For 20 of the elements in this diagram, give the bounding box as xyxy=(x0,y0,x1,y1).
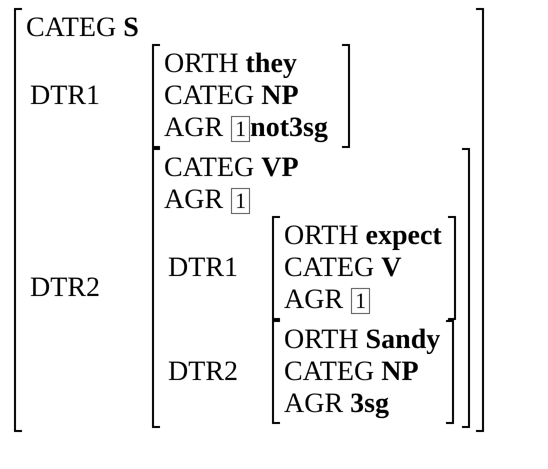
feature-value: ORTH expect xyxy=(284,220,442,252)
feature-value: CATEG NP xyxy=(284,356,419,388)
feature-value: ORTH they xyxy=(164,48,297,80)
feature-value: CATEG VP xyxy=(164,152,299,184)
feature-value: CATEG V xyxy=(284,252,402,284)
feature-value: ORTH Sandy xyxy=(284,324,440,356)
tag-box: 1 xyxy=(231,188,250,214)
feature-value: AGR xyxy=(164,112,224,144)
tag-box: 1 xyxy=(351,288,370,314)
feature-name: DTR2 xyxy=(167,356,239,388)
feature-value: AGR xyxy=(164,184,224,216)
feature-value: CATEG S xyxy=(26,12,139,44)
feature-value: AGR 3sg xyxy=(284,388,390,420)
tag-box: 1 xyxy=(231,116,250,142)
feature-value: not3sg xyxy=(250,112,328,144)
feature-name: DTR1 xyxy=(167,252,239,284)
feature-value: CATEG NP xyxy=(164,80,299,112)
feature-value: AGR xyxy=(284,284,344,316)
feature-name: DTR2 xyxy=(29,272,101,304)
feature-name: DTR1 xyxy=(29,80,101,112)
